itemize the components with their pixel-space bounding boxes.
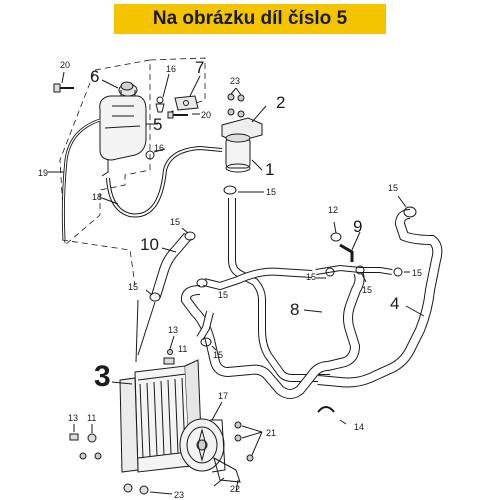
label-15e: 15	[412, 268, 422, 278]
tank-cap	[120, 81, 134, 91]
screw-set-icon	[227, 87, 245, 118]
bolt-icon	[69, 424, 79, 441]
leader	[101, 79, 119, 89]
overflow-hose	[61, 118, 101, 241]
label-15h: 15	[218, 290, 228, 300]
washer-icon	[123, 483, 173, 495]
label-17: 17	[218, 391, 228, 401]
grommet-icon	[87, 424, 97, 443]
label-11b: 11	[87, 413, 96, 423]
label-15f: 15	[128, 282, 138, 292]
label-13b: 13	[68, 413, 78, 423]
hose-clamp-icon	[196, 278, 208, 288]
label-18: 18	[92, 192, 102, 202]
hose-clip-icon	[155, 73, 170, 113]
hose-clamp-icon	[181, 227, 196, 241]
mounting-bracket	[174, 75, 201, 111]
filler-hose	[228, 198, 330, 382]
label-15d: 15	[306, 272, 316, 282]
tank-hose	[106, 145, 223, 218]
label-16a: 16	[166, 64, 176, 74]
fan-bracket	[213, 456, 241, 493]
label-4: 4	[390, 294, 399, 313]
label-15c: 15	[170, 217, 180, 227]
label-3: 3	[94, 360, 111, 393]
radiator-hose-10-inner	[152, 233, 192, 298]
label-1: 1	[265, 160, 274, 179]
leader	[361, 273, 367, 283]
leader	[101, 197, 119, 205]
label-10: 10	[140, 235, 159, 254]
grommet-icon	[79, 452, 102, 460]
label-20a: 20	[60, 60, 70, 70]
hose-clamp-icon	[145, 289, 161, 302]
right-hose-4-inner	[317, 210, 442, 387]
label-19: 19	[38, 168, 48, 178]
label-6: 6	[90, 67, 99, 86]
bleed-screw-icon	[163, 335, 175, 365]
filler-hose-inner	[229, 198, 330, 381]
label-11a: 11	[178, 344, 187, 354]
title-banner: Na obrázku díl číslo 5	[114, 4, 386, 34]
leader	[135, 299, 139, 363]
label-21: 21	[266, 428, 276, 438]
hose-fitting-9	[315, 221, 403, 277]
label-7: 7	[195, 58, 204, 77]
label-16b: 16	[154, 143, 164, 153]
filler-neck-housing	[221, 105, 267, 173]
leader	[213, 477, 225, 487]
label-15g: 15	[362, 285, 372, 295]
label-23a: 23	[230, 76, 240, 86]
hose-clip-icon	[145, 148, 166, 160]
leader	[137, 301, 156, 356]
label-2: 2	[276, 93, 285, 112]
label-15i: 15	[213, 350, 223, 360]
bolt-icon	[53, 71, 74, 93]
radiator-neck-hose-inner	[197, 311, 213, 340]
clamp-icon	[317, 406, 347, 425]
label-14: 14	[354, 422, 364, 432]
lower-hose-8-inner	[181, 270, 364, 398]
label-15a: 15	[266, 187, 276, 197]
hose-clamp-icon	[200, 337, 217, 351]
label-8: 8	[290, 300, 299, 319]
dashed-outline-lower	[61, 239, 136, 286]
hose-clamp-icon	[223, 185, 264, 195]
label-22: 22	[230, 484, 240, 494]
overflow-hose-inner	[62, 119, 101, 241]
hose-clamp-icon	[397, 195, 417, 218]
leader	[161, 247, 177, 253]
label-23b: 23	[174, 490, 184, 500]
title-text: Na obrázku díl číslo 5	[152, 8, 348, 29]
expansion-tank	[99, 83, 147, 177]
screw-set-icon	[234, 421, 263, 462]
label-13a: 13	[168, 325, 178, 335]
middle-hose-inner	[203, 268, 313, 290]
leader	[405, 305, 425, 317]
leader	[111, 381, 133, 385]
label-20b: 20	[201, 110, 211, 120]
leader	[303, 309, 323, 313]
label-9: 9	[353, 217, 362, 236]
label-15b: 15	[388, 183, 398, 193]
fan-assembly	[179, 401, 226, 473]
tank-hose-inner	[107, 146, 223, 217]
bolt-icon	[167, 111, 200, 119]
label-12: 12	[328, 205, 338, 215]
part-labels: 20 6 16 7 23 2 5 20 16 1 19 15 18 15 12 …	[38, 58, 422, 500]
label-5: 5	[153, 115, 162, 134]
